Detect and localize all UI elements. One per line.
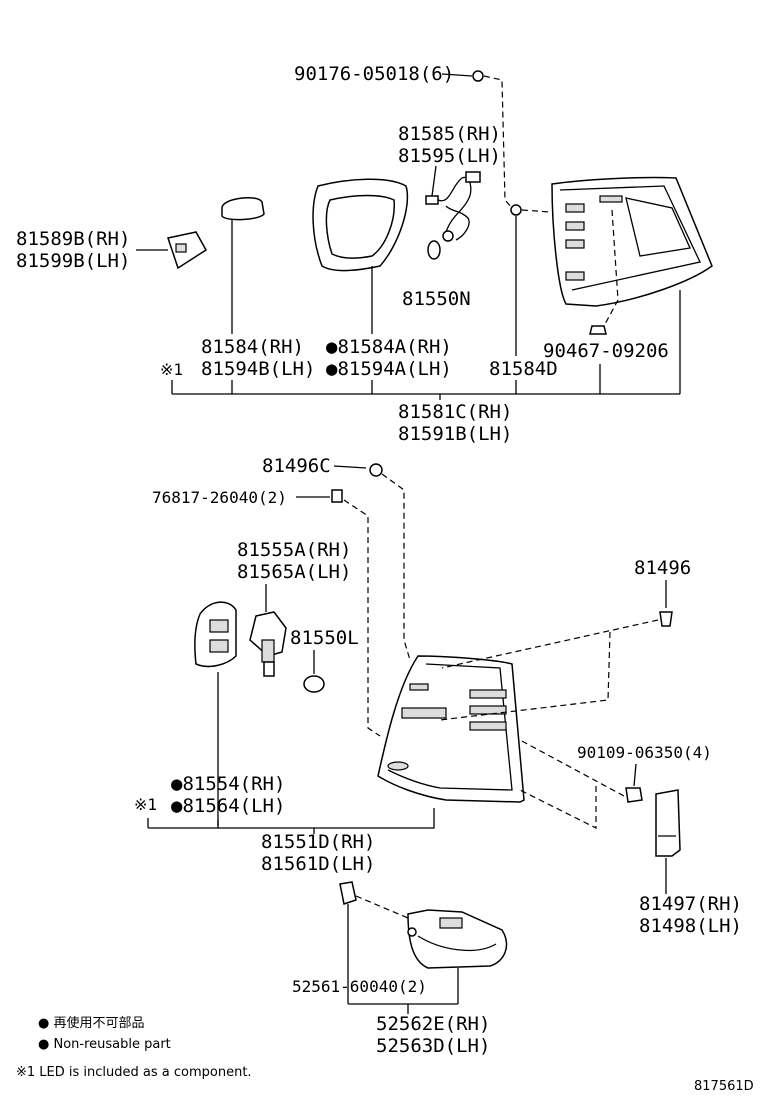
label-lens-rh: 81584(RH) [201, 336, 304, 358]
legend-item-2: ● Non-reusable part [38, 1037, 171, 1052]
label-assy-lower-rh: 81551D(RH) [261, 831, 375, 853]
label-bulb-lower: 81550L [290, 627, 359, 649]
label-lens-lh: 81594B(LH) [201, 358, 315, 380]
socket-wire-icon [425, 165, 481, 242]
bulb-upper-icon [427, 240, 441, 260]
gasket-lower-icon [194, 601, 237, 826]
label-screw-right: 90109-06350(4) [577, 743, 712, 762]
label-screw-bottom: 52561-60040(2) [292, 977, 427, 996]
label-bottom-lh: 52563D(LH) [376, 1035, 490, 1057]
grommet-icon [510, 204, 551, 356]
label-clip-top: 81496C [262, 455, 331, 477]
label-clip-right: 81496 [634, 557, 691, 579]
label-nut: 76817-26040(2) [152, 488, 287, 507]
label-screw-mid: 90467-09206 [543, 340, 669, 362]
label-bottom-rh: 52562E(RH) [376, 1013, 490, 1035]
label-gasket-lh: ●81564(LH) [171, 795, 285, 817]
figure-code: 817561D [694, 1079, 754, 1094]
clip-right-icon [439, 580, 673, 721]
bulb-lower-icon [303, 650, 325, 693]
screw-top-icon [441, 70, 513, 209]
bottom-bracket-icon [348, 909, 508, 1014]
cover-icon [655, 789, 681, 894]
lower-leader-lines [147, 808, 435, 834]
legend-item-1: ● 再使用不可部品 [38, 1015, 144, 1031]
upper-leader-lines [171, 290, 681, 400]
lamp-lower-icon [377, 655, 525, 803]
label-bracket-rh: 81589B(RH) [16, 228, 130, 250]
screw-mid-icon [589, 325, 607, 335]
label-lens-a-rh: ●81584A(RH) [326, 336, 452, 358]
clip-top-icon [333, 463, 411, 661]
lamp-upper-icon [551, 176, 713, 327]
socket-lower-icon [249, 584, 287, 677]
label-bulb-upper: 81550N [402, 288, 471, 310]
label-screw-top: 90176-05018(6) [294, 63, 454, 85]
label-socket-lower-lh: 81565A(LH) [237, 561, 351, 583]
screw-right-icon [519, 739, 643, 829]
label-cover-rh: 81497(RH) [639, 893, 742, 915]
label-assy-upper-rh: 81581C(RH) [398, 401, 512, 423]
gasket-upper-icon [312, 178, 409, 334]
label-cover-lh: 81498(LH) [639, 915, 742, 937]
bracket-icon [136, 231, 207, 270]
note-mark-lower: ※1 [134, 795, 157, 814]
label-socket-rh: 81585(RH) [398, 123, 501, 145]
label-lens-a-lh: ●81594A(LH) [326, 358, 452, 380]
legend-item-3: ※1 LED is included as a component. [16, 1065, 252, 1080]
label-part-d: 81584D [489, 358, 558, 380]
screw-bottom-icon [339, 881, 409, 1004]
note-mark-upper: ※1 [160, 360, 183, 379]
label-socket-lower-rh: 81555A(RH) [237, 539, 351, 561]
label-assy-upper-lh: 81591B(LH) [398, 423, 512, 445]
label-bracket-lh: 81599B(LH) [16, 250, 130, 272]
nut-icon [296, 489, 381, 737]
lens-small-icon [221, 196, 265, 334]
label-assy-lower-lh: 81561D(LH) [261, 853, 375, 875]
label-gasket-rh: ●81554(RH) [171, 773, 285, 795]
label-socket-lh: 81595(LH) [398, 145, 501, 167]
